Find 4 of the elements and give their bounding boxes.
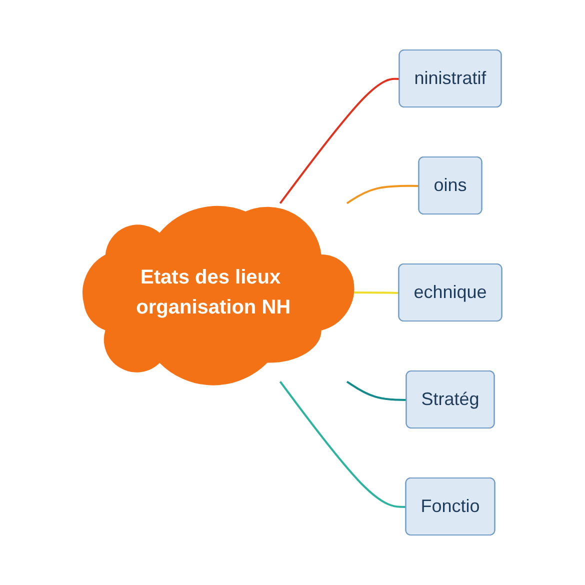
connector — [279, 381, 406, 508]
connector — [279, 78, 400, 204]
connector — [346, 380, 407, 401]
connector — [346, 184, 420, 204]
